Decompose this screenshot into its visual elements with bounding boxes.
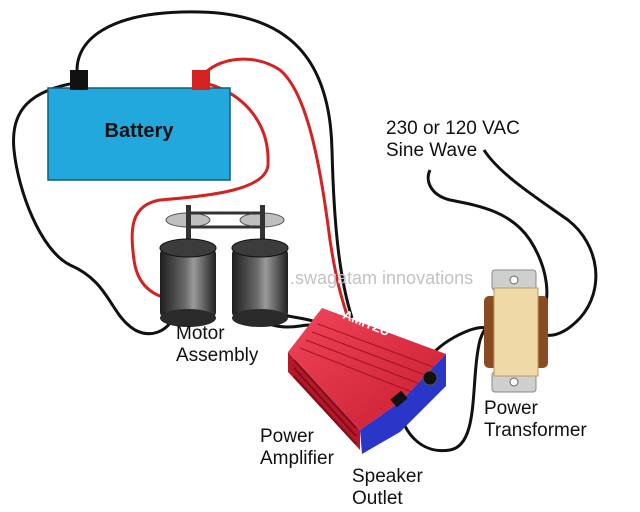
motor-assembly-label: Motor Assembly: [176, 323, 258, 367]
transformer-label-line-2: Transformer: [484, 420, 587, 441]
motor-assembly: [159, 205, 289, 327]
watermark: .swagatam innovations: [290, 268, 474, 288]
power-transformer: [484, 269, 548, 393]
motor-positive-wire: [130, 80, 270, 300]
ac-input-wire-1: [426, 169, 549, 319]
ac-source-line-2: Sine Wave: [386, 140, 478, 161]
power-transformer-label: Power Transformer: [484, 398, 587, 442]
speaker-outlet: [390, 390, 408, 408]
motor-label-line-1: Motor: [176, 323, 225, 344]
ac-source-line-1: 230 or 120 VAC: [386, 118, 520, 139]
battery-positive-terminal: [192, 70, 210, 90]
power-amplifier: AMITZU: [288, 307, 446, 454]
speaker-label-line-2: Outlet: [352, 488, 403, 509]
transformer-label-line-1: Power: [484, 398, 538, 419]
battery-left-wire: [12, 80, 174, 336]
battery-negative-terminal: [70, 70, 88, 90]
battery-positive-wire: [198, 57, 350, 319]
amplifier-label-line-2: Amplifier: [260, 448, 334, 469]
ac-input-wire-2: [482, 149, 598, 337]
motor-1: [159, 238, 217, 327]
speaker-label-line-1: Speaker: [352, 466, 423, 487]
volume-knob: [422, 370, 438, 386]
battery-negative-wire: [75, 10, 354, 319]
power-amplifier-label: Power Amplifier: [260, 426, 334, 470]
speaker-outlet-label: Speaker Outlet: [352, 466, 423, 510]
motor-2: [231, 238, 289, 327]
battery: [47, 70, 231, 181]
amplifier-label-line-1: Power: [260, 426, 314, 447]
battery-label: Battery: [104, 120, 174, 142]
motor-label-line-2: Assembly: [176, 345, 259, 366]
ac-source-label: 230 or 120 VAC Sine Wave: [386, 118, 520, 162]
